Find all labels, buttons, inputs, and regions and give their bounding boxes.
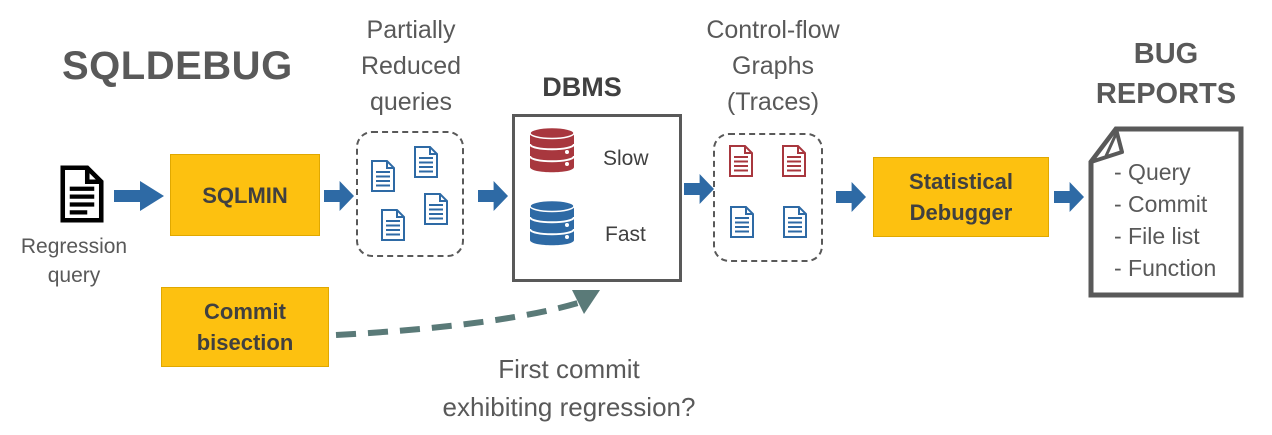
bug-report-item-file-list: - File list xyxy=(1114,223,1200,249)
commit-bisection-box: Commit bisection xyxy=(161,287,329,367)
regression-query-label-line1: Regression xyxy=(20,235,128,258)
partial-queries-label-line1: Partially xyxy=(366,16,456,44)
bug-report-item-commit: - Commit xyxy=(1114,191,1208,217)
bug-report-list: - Query - Commit - File list - Function xyxy=(1114,156,1216,284)
debugger-label-line2: Debugger xyxy=(909,200,1013,225)
bug-report-item-function: - Function xyxy=(1114,255,1217,281)
partial-queries-label: Partially Reduced queries xyxy=(330,12,492,120)
bisection-label-line1: Commit xyxy=(204,299,286,324)
diagram-title: SQLDEBUG xyxy=(62,44,293,88)
cfg-label: Control-flow Graphs (Traces) xyxy=(680,12,866,120)
statistical-debugger-box: Statistical Debugger xyxy=(873,157,1049,237)
cfg-label-line2: Graphs xyxy=(732,52,814,80)
bisection-label-line2: bisection xyxy=(196,330,294,355)
cfg-box xyxy=(713,133,823,262)
dbms-title: DBMS xyxy=(542,72,622,102)
slow-label: Slow xyxy=(603,147,649,170)
bug-report-item-query: - Query xyxy=(1114,159,1191,185)
partial-queries-label-line3: queries xyxy=(370,88,452,116)
partial-queries-box xyxy=(356,131,464,257)
bug-report-document-icon xyxy=(1088,126,1244,298)
fast-label: Fast xyxy=(605,223,646,246)
bug-reports-title: BUG REPORTS xyxy=(1086,34,1246,114)
partial-queries-label-line2: Reduced xyxy=(360,52,462,80)
sqlmin-box: SQLMIN xyxy=(170,154,320,236)
bug-reports-title-line1: BUG xyxy=(1133,38,1199,70)
sqlmin-label: SQLMIN xyxy=(202,182,288,208)
first-commit-question: First commit exhibiting regression? xyxy=(396,350,742,426)
cfg-label-line3: (Traces) xyxy=(726,88,820,116)
regression-query-label: Regression query xyxy=(2,232,146,290)
question-line1: First commit xyxy=(498,354,640,384)
bug-reports-title-line2: REPORTS xyxy=(1095,78,1237,110)
regression-query-label-line2: query xyxy=(47,264,101,287)
regression-query-document-icon xyxy=(60,165,104,223)
cfg-label-line1: Control-flow xyxy=(706,16,840,44)
debugger-label-line1: Statistical xyxy=(909,169,1013,194)
question-line2: exhibiting regression? xyxy=(442,392,696,422)
